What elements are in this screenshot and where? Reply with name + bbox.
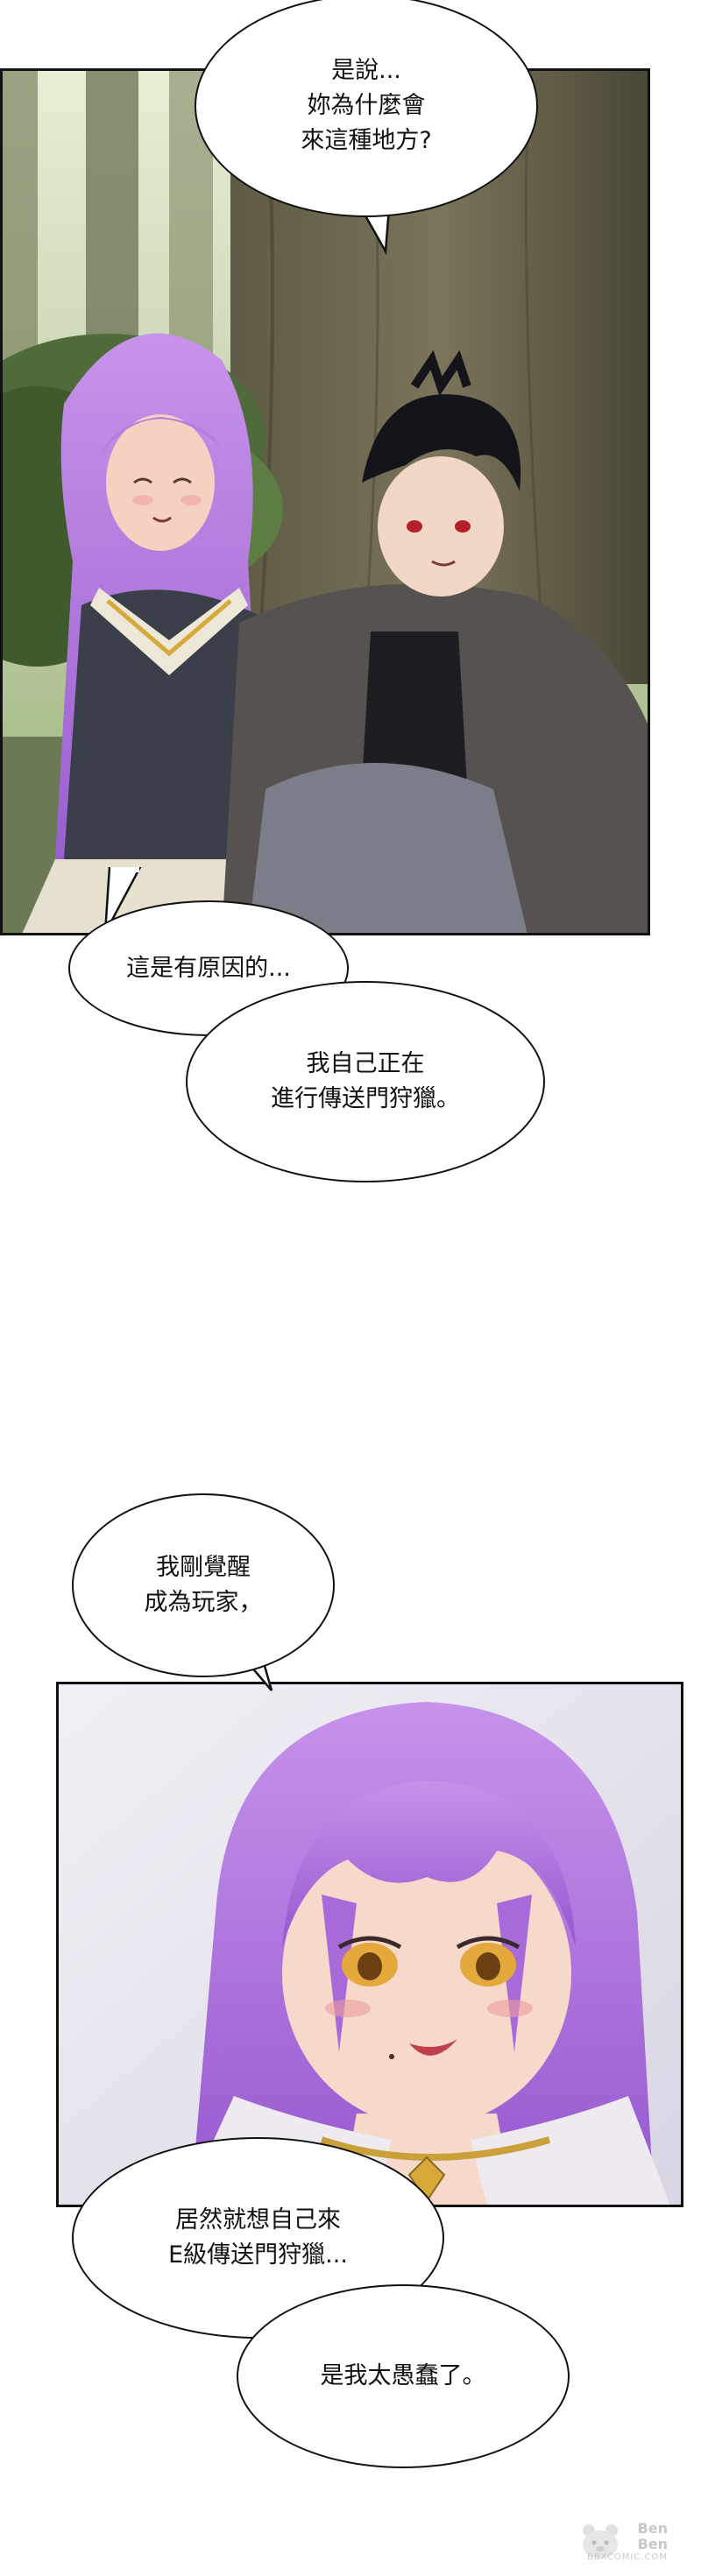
bubble-1-line-2: 妳為什麼會 bbox=[307, 92, 426, 119]
bubble-4-line-2: 成為玩家， bbox=[144, 1589, 263, 1616]
watermark-brand-line-1: Ben bbox=[637, 2520, 668, 2537]
closeup-art bbox=[59, 1684, 681, 2205]
bubble-1-line-1: 是說... bbox=[331, 57, 401, 84]
bubble-2-line-1: 這是有原因的... bbox=[126, 954, 291, 982]
bubble-3-line-2: 進行傳送門狩獵。 bbox=[271, 1085, 460, 1112]
watermark: Ben Ben BBXCOMIC.COM bbox=[587, 2520, 668, 2563]
bubble-1-line-3: 來這種地方? bbox=[301, 127, 432, 154]
bubble-5-line-2: E級傳送門狩獵... bbox=[168, 2241, 348, 2269]
bubble-6-line-1: 是我太愚蠢了。 bbox=[320, 2362, 486, 2389]
watermark-brand-line-2: Ben bbox=[637, 2536, 668, 2552]
bear-mascot-icon bbox=[583, 2524, 618, 2558]
bubble-5-line-1: 居然就想自己來 bbox=[175, 2206, 341, 2234]
speech-bubble-4: 我剛覺醒 成為玩家， bbox=[72, 1493, 335, 1677]
bubble-3-line-1: 我自己正在 bbox=[306, 1050, 425, 1077]
bubble-4-line-1: 我剛覺醒 bbox=[156, 1554, 251, 1581]
watermark-site: BBXCOMIC.COM bbox=[587, 2552, 668, 2562]
bubble-2-tail bbox=[103, 867, 142, 934]
speech-bubble-6: 是我太愚蠢了。 bbox=[237, 2284, 570, 2468]
panel-closeup bbox=[56, 1682, 683, 2207]
speech-bubble-3: 我自己正在 進行傳送門狩獵。 bbox=[186, 981, 545, 1182]
speech-bubble-1: 是說... 妳為什麼會 來這種地方? bbox=[195, 0, 538, 217]
